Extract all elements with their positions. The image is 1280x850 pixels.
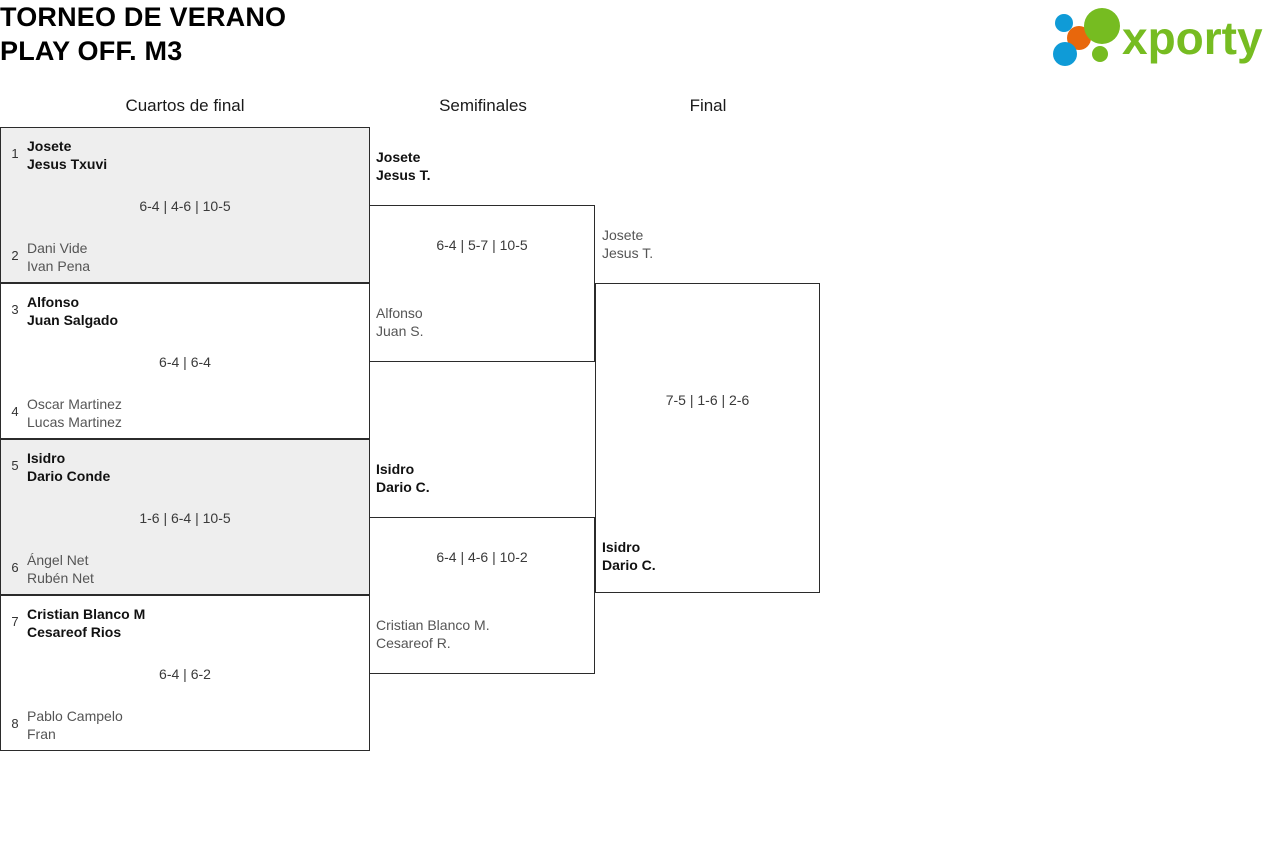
player-name: Jesus T. [376, 167, 431, 183]
logo-dot-green-large [1084, 8, 1120, 44]
xporty-logo[interactable]: xporty [1050, 6, 1274, 66]
team-entry[interactable]: Dani Vide Ivan Pena [27, 239, 361, 275]
team-entry[interactable]: Isidro Dario C. [602, 538, 656, 574]
team-entry[interactable]: Oscar Martinez Lucas Martinez [27, 395, 361, 431]
match-score: 7-5 | 1-6 | 2-6 [665, 392, 750, 408]
round-header-quarterfinals: Cuartos de final [125, 96, 245, 115]
logo-dot-green-small [1092, 46, 1108, 62]
team-entry[interactable]: Isidro Dario C. [376, 460, 430, 496]
player-name: Cristian Blanco M. [376, 617, 490, 633]
seed-number: 5 [11, 458, 19, 473]
tournament-phase: PLAY OFF. M3 [0, 36, 183, 66]
player-name: Isidro [27, 450, 66, 466]
team-entry[interactable]: Josete Jesus T. [376, 148, 430, 184]
player-name: Josete [602, 227, 644, 243]
quarterfinal-match-3[interactable]: 5 Isidro Dario Conde 1-6 | 6-4 | 10-5 6 … [0, 439, 370, 595]
logo-dot-blue-bottom [1053, 42, 1077, 66]
player-name: Dario C. [602, 557, 656, 573]
player-name: Josete [376, 149, 421, 165]
player-name: Juan Salgado [27, 312, 119, 328]
player-name: Jesus Txuvi [27, 156, 108, 172]
logo-dot-orange [1067, 26, 1091, 50]
round-header-semifinals: Semifinales [439, 96, 527, 115]
round-header-final: Final [689, 96, 727, 115]
match-score: 6-4 | 6-2 [159, 666, 211, 682]
match-score: 1-6 | 6-4 | 10-5 [139, 510, 231, 526]
player-name: Oscar Martinez [27, 396, 122, 412]
team-entry[interactable]: Pablo Campelo Fran [27, 707, 361, 743]
player-name: Jesus T. [602, 245, 654, 261]
seed-number: 8 [11, 716, 19, 731]
seed-number: 6 [11, 560, 19, 575]
player-name: Rubén Net [27, 570, 94, 586]
player-name: Isidro [376, 461, 415, 477]
semifinal-match-2[interactable]: 6-4 | 4-6 | 10-2 [369, 517, 595, 674]
logo-dot-blue-top [1055, 14, 1073, 32]
match-score: 6-4 | 6-4 [159, 354, 211, 370]
player-name: Alfonso [376, 305, 423, 321]
quarterfinal-match-2[interactable]: 3 Alfonso Juan Salgado 6-4 | 6-4 4 Oscar… [0, 283, 370, 439]
seed-number: 3 [11, 302, 19, 317]
player-name: Ángel Net [27, 552, 89, 568]
xporty-logo-mark: xporty [1053, 8, 1263, 66]
player-name: Dario C. [376, 479, 430, 495]
player-name: Isidro [602, 539, 641, 555]
page-title: TORNEO DE VERANO PLAY OFF. M3 [0, 0, 700, 68]
team-entry[interactable]: Cristian Blanco M. Cesareof R. [376, 616, 490, 652]
player-name: Fran [27, 726, 56, 742]
team-entry[interactable]: Alfonso Juan Salgado [27, 293, 361, 329]
match-score: 6-4 | 5-7 | 10-5 [436, 237, 528, 253]
seed-number: 4 [11, 404, 19, 419]
team-entry[interactable]: Alfonso Juan S. [376, 304, 423, 340]
player-name: Dani Vide [27, 240, 88, 256]
match-score: 6-4 | 4-6 | 10-2 [436, 549, 528, 565]
team-entry[interactable]: Josete Jesus Txuvi [27, 137, 361, 173]
seed-number: 7 [11, 614, 19, 629]
match-score: 6-4 | 4-6 | 10-5 [139, 198, 231, 214]
player-name: Juan S. [376, 323, 424, 339]
team-entry[interactable]: Isidro Dario Conde [27, 449, 361, 485]
player-name: Alfonso [27, 294, 80, 310]
player-name: Josete [27, 138, 72, 154]
final-match[interactable]: 7-5 | 1-6 | 2-6 [595, 283, 820, 593]
player-name: Pablo Campelo [27, 708, 123, 724]
team-entry[interactable]: Cristian Blanco M Cesareof Rios [27, 605, 361, 641]
quarterfinal-match-4[interactable]: 7 Cristian Blanco M Cesareof Rios 6-4 | … [0, 595, 370, 751]
player-name: Cesareof R. [376, 635, 451, 651]
team-entry[interactable]: Josete Jesus T. [602, 226, 653, 262]
quarterfinal-match-1[interactable]: 1 Josete Jesus Txuvi 6-4 | 4-6 | 10-5 2 … [0, 127, 370, 283]
team-entry[interactable]: Ángel Net Rubén Net [27, 551, 361, 587]
player-name: Cesareof Rios [27, 624, 122, 640]
seed-number: 2 [11, 248, 19, 263]
player-name: Dario Conde [27, 468, 111, 484]
player-name: Ivan Pena [27, 258, 91, 274]
semifinal-match-1[interactable]: 6-4 | 5-7 | 10-5 [369, 205, 595, 362]
tournament-name: TORNEO DE VERANO [0, 2, 287, 32]
seed-number: 1 [11, 146, 19, 161]
player-name: Lucas Martinez [27, 414, 122, 430]
logo-wordmark: xporty [1122, 12, 1263, 64]
player-name: Cristian Blanco M [27, 606, 146, 622]
